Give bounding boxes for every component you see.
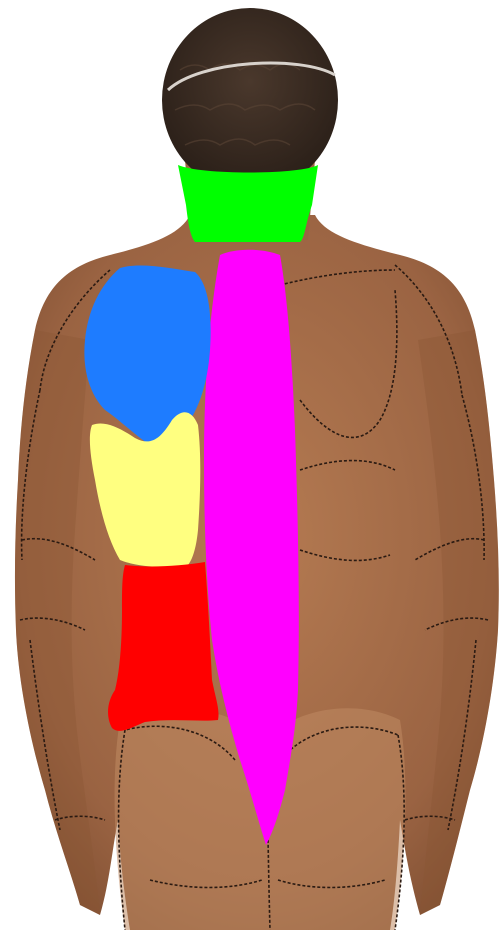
region-neck	[178, 165, 318, 242]
region-left-lower-back	[108, 562, 219, 731]
head-hair	[162, 8, 338, 192]
